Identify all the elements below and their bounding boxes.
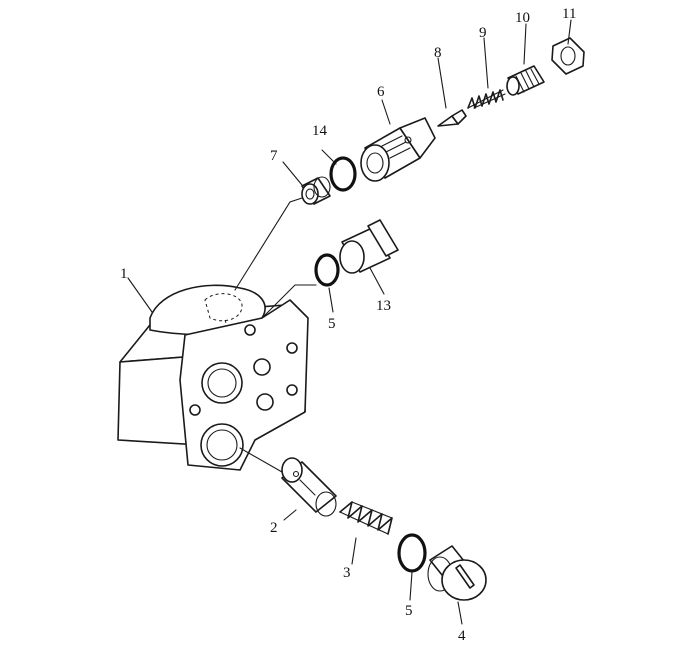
callout-2: 2 [270,520,278,536]
callout-9: 9 [479,25,487,41]
callout-4: 4 [458,628,466,644]
lock-nut-part [551,37,585,75]
sleeve-part [301,176,331,205]
callout-labels: 1 2 3 4 5 5 6 7 8 9 10 11 13 14 [120,6,576,644]
spring-lower-part [339,501,393,535]
callout-7: 7 [270,148,278,164]
valve-body-part [117,284,309,471]
callout-1: 1 [120,266,128,282]
callout-3: 3 [343,565,351,581]
callout-13: 13 [376,298,391,314]
plug-lower-part [427,545,487,601]
plug-mid-part [339,219,399,274]
callout-11: 11 [562,6,576,22]
oring-mid-part [314,253,340,287]
spool-part [281,457,337,517]
callout-5-mid: 5 [328,316,336,332]
callout-10: 10 [515,10,530,26]
leader-lines [127,19,572,625]
callout-14: 14 [312,123,328,139]
poppet-part [437,109,467,127]
oring-upper-part [329,156,357,192]
oring-lower-part [397,533,427,573]
adjust-screw-part [506,65,545,96]
spring-upper-part [467,89,506,109]
callout-6: 6 [377,84,385,100]
callout-8: 8 [434,45,442,61]
valve-seat-part [360,117,436,182]
callout-5-lower: 5 [405,603,413,619]
